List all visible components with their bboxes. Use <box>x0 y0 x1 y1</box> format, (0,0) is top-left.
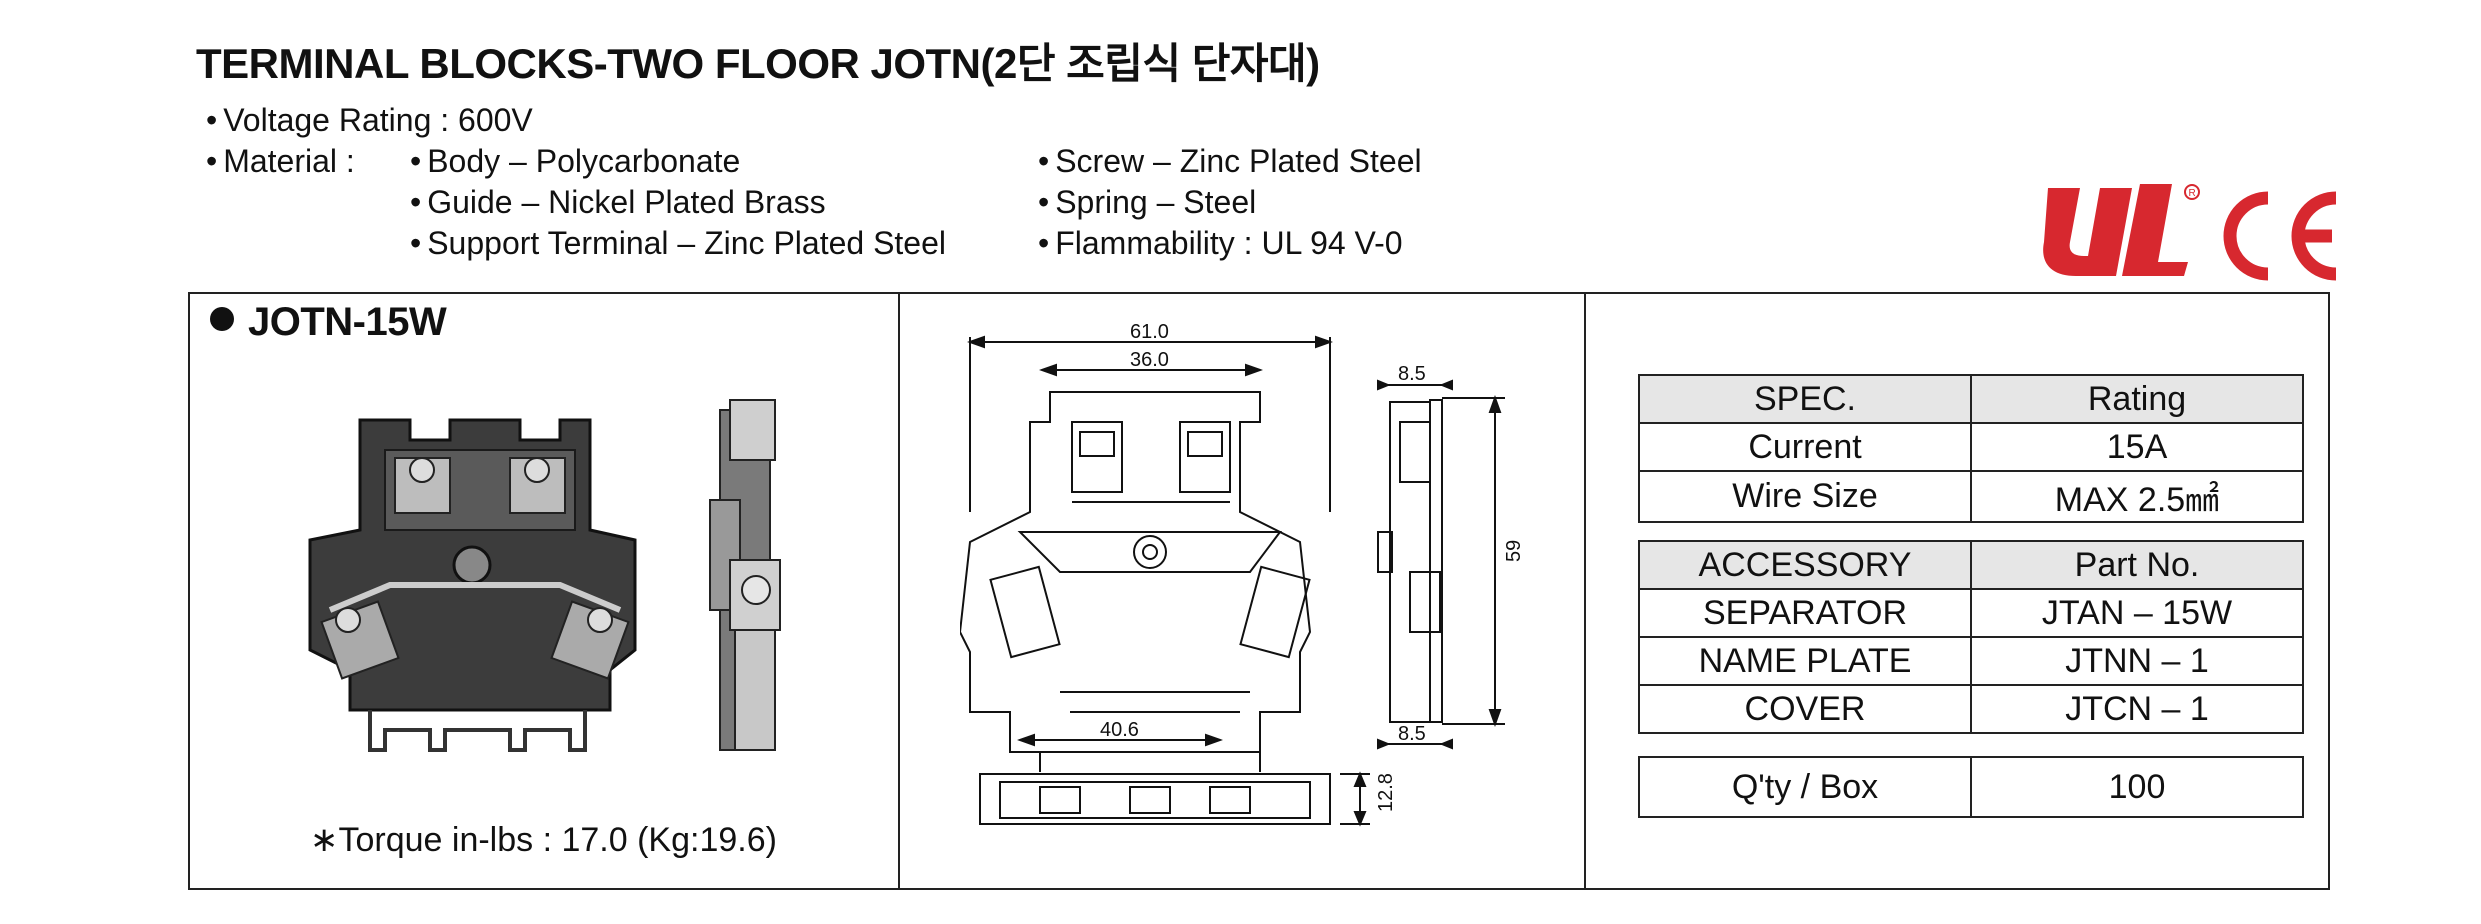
voltage-rating: Voltage Rating : 600V <box>206 102 533 139</box>
table-row: Q'ty / Box 100 <box>1638 756 2304 818</box>
dim-side-bottom: 8.5 <box>1398 723 1426 745</box>
svg-text:R: R <box>2189 188 2196 199</box>
model-name: JOTN-15W <box>210 300 447 345</box>
dim-inner-width: 36.0 <box>1130 349 1169 371</box>
dim-height: 59 <box>1503 540 1525 562</box>
accessory-name-plate: NAME PLATE <box>1638 636 1972 686</box>
certification-logos: R <box>2043 184 2337 281</box>
accessory-name-plate-part: JTNN – 1 <box>1970 636 2304 686</box>
table-row: SEPARATOR JTAN – 15W <box>1638 588 2304 638</box>
accessory-separator: SEPARATOR <box>1638 588 1972 638</box>
ce-mark-logo <box>2223 191 2337 281</box>
rating-header-spec: SPEC. <box>1638 374 1972 424</box>
material-spring: Spring – Steel <box>1038 184 1256 221</box>
torque-note: ∗Torque in-lbs : 17.0 (Kg:19.6) <box>310 821 777 859</box>
rating-table-header: SPEC. Rating <box>1638 374 2304 424</box>
flammability: Flammability : UL 94 V-0 <box>1038 225 1402 262</box>
rating-table: SPEC. Rating Current 15A Wire Size MAX 2… <box>1638 374 2304 523</box>
rating-value-wire-size: MAX 2.5㎟ <box>1970 470 2304 523</box>
accessory-cover: COVER <box>1638 684 1972 734</box>
rating-header-rating: Rating <box>1970 374 2304 424</box>
dim-base-height: 12.8 <box>1375 773 1397 812</box>
model-label: JOTN-15W <box>248 300 447 344</box>
panel-divider-left <box>898 292 900 890</box>
table-row: Wire Size MAX 2.5㎟ <box>1638 470 2304 523</box>
bullet-icon <box>210 307 234 331</box>
material-guide: Guide – Nickel Plated Brass <box>410 184 825 221</box>
material-label: Material : <box>206 143 355 180</box>
table-row: Current 15A <box>1638 422 2304 472</box>
panel-divider-right <box>1584 292 1586 890</box>
rating-spec-current: Current <box>1638 422 1972 472</box>
dim-total-width: 61.0 <box>1130 321 1169 343</box>
table-row: COVER JTCN – 1 <box>1638 684 2304 734</box>
dim-bottom-width: 40.6 <box>1100 719 1139 741</box>
rating-spec-wire-size: Wire Size <box>1638 470 1972 523</box>
accessory-header-part: Part No. <box>1970 540 2304 590</box>
material-body: Body – Polycarbonate <box>410 143 740 180</box>
accessory-header-name: ACCESSORY <box>1638 540 1972 590</box>
product-panel <box>188 292 2330 890</box>
rating-value-current: 15A <box>1970 422 2304 472</box>
dimension-drawing: 61.0 36.0 8.5 59 40.6 8.5 12.8 <box>960 321 1525 827</box>
material-support-terminal: Support Terminal – Zinc Plated Steel <box>410 225 946 262</box>
page-title: TERMINAL BLOCKS-TWO FLOOR JOTN(2단 조립식 단자… <box>196 40 1320 87</box>
table-row: NAME PLATE JTNN – 1 <box>1638 636 2304 686</box>
quantity-table: Q'ty / Box 100 <box>1638 756 2304 818</box>
qty-label: Q'ty / Box <box>1638 756 1972 818</box>
material-screw: Screw – Zinc Plated Steel <box>1038 143 1421 180</box>
accessory-table: ACCESSORY Part No. SEPARATOR JTAN – 15W … <box>1638 540 2304 734</box>
accessory-separator-part: JTAN – 15W <box>1970 588 2304 638</box>
product-photo-front <box>290 410 660 780</box>
qty-value: 100 <box>1970 756 2304 818</box>
accessory-table-header: ACCESSORY Part No. <box>1638 540 2304 590</box>
product-photo-side <box>709 399 781 751</box>
dim-side-top: 8.5 <box>1398 363 1426 385</box>
accessory-cover-part: JTCN – 1 <box>1970 684 2304 734</box>
ul-certification-logo: R <box>2043 184 2200 276</box>
